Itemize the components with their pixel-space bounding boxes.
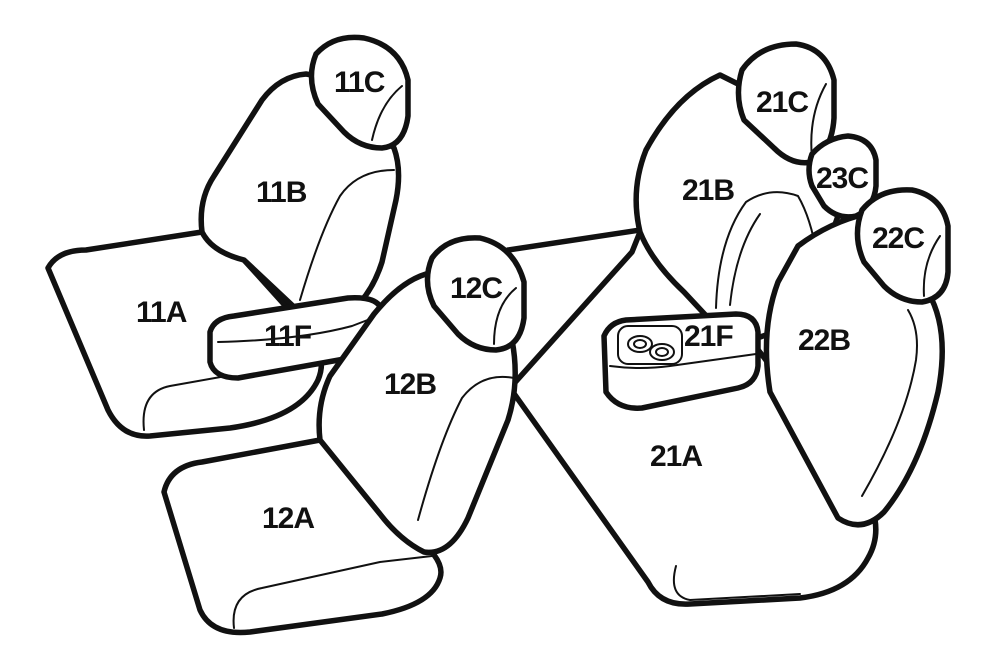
seat-12c-headrest-edge (493, 287, 517, 345)
seat-22b-backrest-edge (861, 309, 918, 497)
label-11b: 11B (256, 176, 307, 209)
label-21a: 21A (650, 440, 702, 473)
seat-21f-armrest[interactable] (601, 311, 761, 411)
seat-21f-armrest-edge (609, 353, 757, 369)
label-21c: 21C (756, 86, 808, 119)
cup-holder-icon (617, 325, 683, 365)
seat-22c-headrest-edge (922, 235, 941, 297)
label-22b: 22B (798, 324, 850, 357)
label-22c: 22C (872, 222, 924, 255)
seat-11a-cushion-edge (142, 359, 303, 431)
label-11f: 11F (264, 320, 312, 353)
seat-11c-headrest-edge (371, 85, 403, 141)
seat-21b-backrest-fold (715, 191, 819, 309)
seat-21b-backrest-fold-2 (729, 213, 761, 306)
label-23c: 23C (816, 162, 868, 195)
front-seat-12 (161, 235, 527, 636)
seat-12a-cushion-edge (232, 555, 433, 629)
seat-12c-headrest[interactable] (424, 235, 527, 353)
seat-21c-headrest-edge (810, 83, 827, 159)
seat-11a-cushion[interactable] (45, 229, 325, 439)
part-labels: 11C 11B 11A 11F 12C 12B 12A 21C 21B 23C … (136, 66, 925, 535)
seat-11c-headrest[interactable] (308, 34, 411, 151)
seat-12b-backrest-edge (417, 376, 515, 521)
label-12b: 12B (384, 368, 436, 401)
seat-21a-cushion-edge (672, 565, 801, 601)
label-21b: 21B (682, 174, 734, 207)
label-11c: 11C (334, 66, 385, 99)
rear-bench (505, 41, 951, 607)
floor-link-line (505, 227, 643, 253)
label-21f: 21F (684, 320, 733, 353)
seat-11f-armrest-edge (217, 315, 379, 343)
label-11a: 11A (136, 296, 187, 329)
front-seat-11 (45, 34, 411, 439)
label-12c: 12C (450, 272, 502, 305)
seat-12a-cushion[interactable] (161, 437, 444, 636)
label-12a: 12A (262, 502, 314, 535)
seat-11b-backrest-edge (299, 169, 395, 301)
